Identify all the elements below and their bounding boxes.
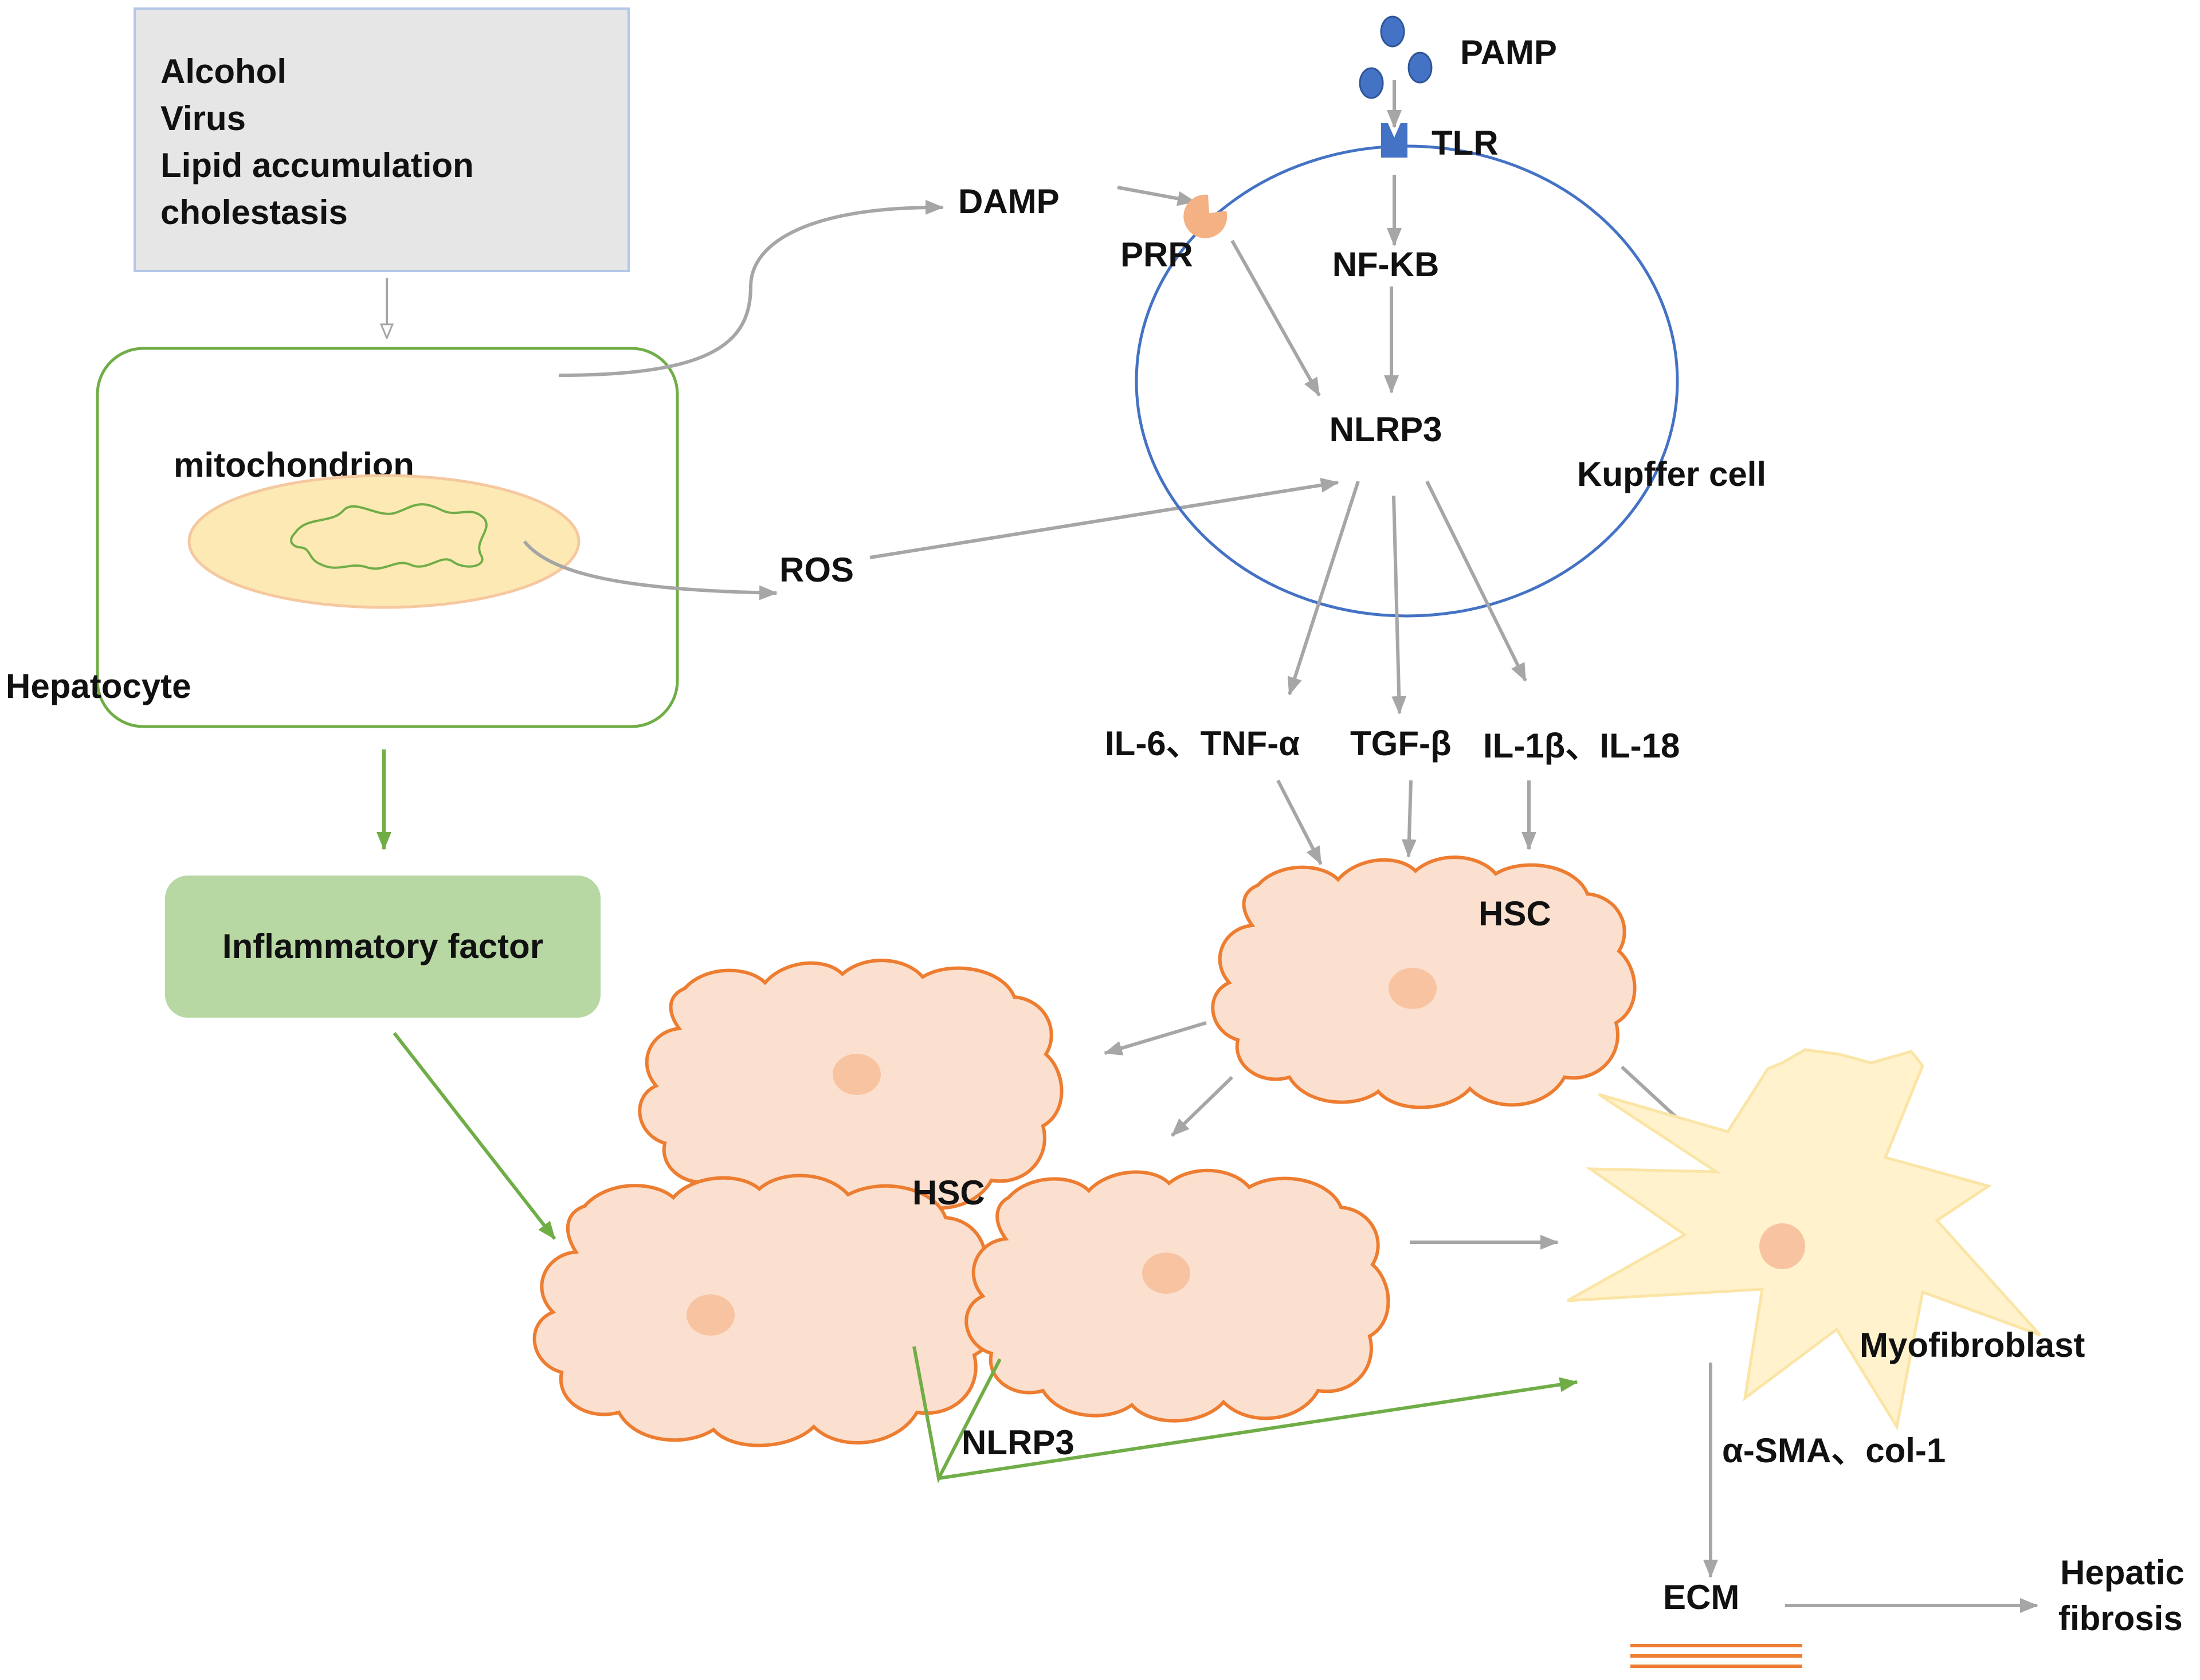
mitochondrion-organelle (187, 474, 581, 609)
il6-tnf-label: IL-6、TNF-α (1105, 724, 1300, 763)
tlr-receptor-icon (1381, 123, 1407, 158)
causes-box (134, 7, 630, 272)
hepatocyte-label: Hepatocyte (6, 667, 191, 705)
arrow-nlrp3-to-il1-il18 (1425, 480, 1527, 682)
cause-alcohol: Alcohol (160, 52, 287, 91)
hsc-cluster-label: HSC (912, 1173, 985, 1212)
myofibroblast-cell (1566, 1048, 2041, 1431)
myofibroblast-label: Myofibroblast (1860, 1326, 2085, 1364)
arrow-nlrp3-to-il6-tnf (1287, 481, 1360, 696)
nfkb-label: NF-KB (1332, 245, 1440, 284)
damp-label: DAMP (958, 182, 1060, 221)
arrow-tgf-to-hsc (1401, 780, 1417, 858)
arrow-nlrp3-to-tgf (1391, 495, 1407, 715)
pamp-molecule (1380, 15, 1405, 48)
hsc-nucleus (1142, 1253, 1190, 1294)
arrow-prr-to-nlrp3 (1230, 240, 1321, 397)
inflammatory-factor-box (165, 876, 601, 1018)
tgf-label: TGF-β (1350, 724, 1452, 763)
nlrp3-hsc-label: NLRP3 (962, 1423, 1074, 1462)
arrow-damp-to-prr (1117, 186, 1196, 206)
hsc-cell-left-upper (638, 959, 1064, 1212)
hsc-activated-label: HSC (1479, 894, 1551, 933)
hsc-cell-middle-lower (964, 1168, 1390, 1423)
hsc-nucleus (1389, 968, 1437, 1009)
hsc-nucleus (687, 1294, 735, 1336)
inflammatory-factor-label: Inflammatory factor (222, 927, 543, 965)
prr-receptor-icon (1183, 194, 1228, 238)
tlr-label: TLR (1432, 124, 1499, 162)
arrow-hsc-to-hsc-left-upper (1104, 1021, 1207, 1055)
pamp-label: PAMP (1460, 33, 1557, 72)
arrow-il6-tnf-to-hsc (1276, 779, 1323, 865)
hepatic-fibrosis-label-line1: Hepatic (2060, 1553, 2185, 1592)
cause-virus: Virus (160, 99, 246, 138)
markers-label: α-SMA、col-1 (1722, 1431, 1946, 1470)
arrow-mitochondrion-to-ros (523, 540, 778, 600)
ros-label: ROS (779, 551, 854, 589)
kupffer-cell-label: Kupffer cell (1577, 455, 1766, 493)
nlrp3-kupffer-label: NLRP3 (1330, 410, 1442, 449)
mitochondrion-dna-squiggle (290, 503, 488, 570)
hepatic-fibrosis-label-line2: fibrosis (2058, 1599, 2183, 1638)
arrow-hepatocyte-to-damp (558, 199, 944, 377)
arrow-ros-to-nlrp3 (869, 477, 1339, 559)
arrow-nlrp3-to-myofibroblast (938, 1377, 1578, 1480)
hsc-cell-left-lower (532, 1173, 997, 1447)
prr-label: PRR (1120, 235, 1193, 274)
pamp-molecule (1359, 67, 1384, 99)
hsc-nucleus (833, 1054, 881, 1095)
arrow-inflammatory-factor-to-hsc (393, 1032, 556, 1240)
hsc-activated-cell (1211, 855, 1637, 1109)
cause-cholestasis: cholestasis (160, 193, 348, 231)
ecm-label: ECM (1663, 1578, 1739, 1616)
pamp-molecule (1407, 52, 1433, 84)
il1-il18-label: IL-1β、IL-18 (1483, 727, 1680, 765)
cause-lipid-accumulation: Lipid accumulation (160, 146, 474, 185)
arrow-hsc-to-hsc-middle (1170, 1075, 1234, 1137)
hepatocyte-cell (96, 347, 679, 728)
myofibroblast-nucleus (1759, 1223, 1805, 1269)
